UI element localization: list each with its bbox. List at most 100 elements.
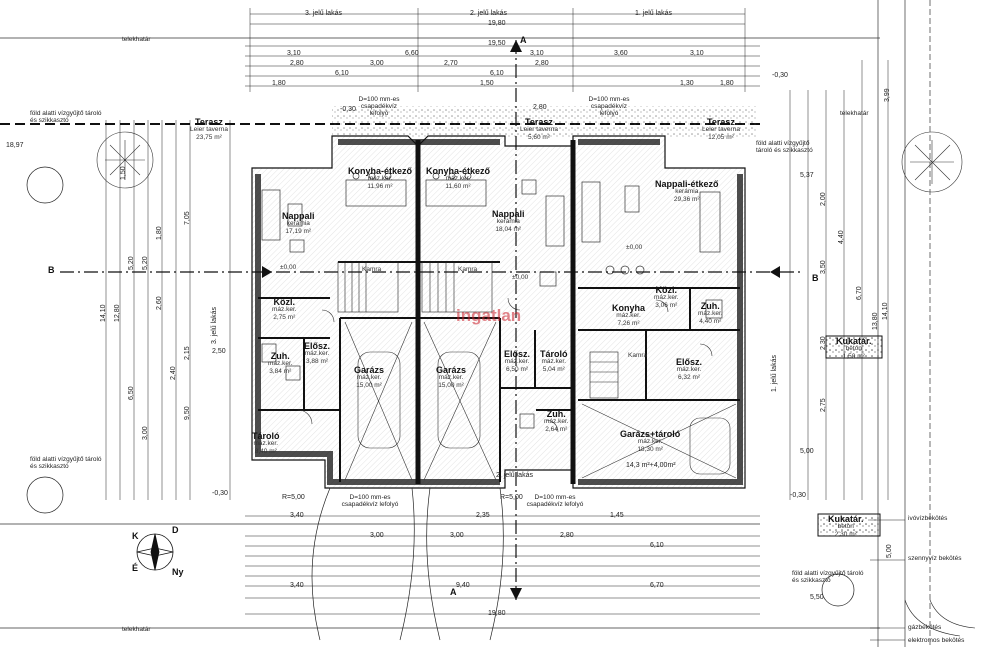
stairs (337, 261, 619, 399)
drain-note: D=100 mm-es csapadékvíz lefolyó (588, 96, 630, 117)
drain-note: D=100 mm-es csapadékvíz lefolyó (341, 494, 399, 508)
utility-gas: gázbekötés (908, 624, 942, 631)
dim-left: 5,20 (128, 256, 135, 270)
dim-bottom: 2,35 (476, 512, 490, 519)
dim-left: 12,80 (114, 304, 121, 322)
dim-left: 5,20 (142, 256, 149, 270)
room-eloszt-2: Elősz.máz.ker.6,50 m² (504, 349, 531, 374)
room-zuh-2: Zuh.máz.ker.2,64 m² (544, 409, 569, 434)
room-kamra-3: Kamra (362, 266, 382, 273)
compass-d: D (172, 525, 179, 535)
compass-ny: Ny (172, 567, 184, 577)
radius-note: R=5,00 (282, 494, 305, 501)
dim-left: 2,60 (156, 296, 163, 310)
dim-top: 6,60 (405, 50, 419, 57)
drain-note: D=100 mm-es csapadékvíz lefolyó (358, 96, 400, 117)
utility-sewage: szennyvíz bekötés (908, 555, 962, 562)
dim-top: 6,10 (335, 70, 349, 77)
compass-k: K (132, 531, 139, 541)
dim-top: 2,80 (290, 60, 304, 67)
dim-top: 3,10 (530, 50, 544, 57)
section-b-right: B (812, 273, 819, 283)
section-markers (262, 40, 780, 600)
dim-bottom-total: 19,80 (488, 610, 506, 617)
room-kozl-3: Közl.máz.ker.2,75 m² (272, 297, 297, 322)
dim-left: 1,50 (120, 166, 127, 180)
property-line-label: telekhatár (122, 36, 151, 43)
room-kamra-2: Kamra (458, 266, 478, 273)
dim-top: 2,70 (444, 60, 458, 67)
dim-right: 6,70 (856, 286, 863, 300)
utility-lines (870, 519, 976, 641)
dim-bottom: 3,40 (290, 582, 304, 589)
dim-left: 2,15 (184, 346, 191, 360)
dim-left: 7,05 (184, 211, 191, 225)
dim-right: 3,99 (884, 88, 891, 102)
top-dimension-lines (245, 8, 760, 92)
utility-water: ivóvízbekötés (908, 515, 948, 522)
room-zuh-3: Zuh.máz.ker.3,84 m² (268, 351, 293, 376)
unit-1-header: 1. jelű lakás (635, 10, 672, 17)
unit-2-entrance-label: 2. jelű lakás (496, 472, 533, 479)
dim-bottom: 9,40 (456, 582, 470, 589)
drain-note: D=100 mm-es csapadékvíz lefolyó (526, 494, 584, 508)
tank-note: föld alatti vízgyűjtő tároló és szikkasz… (756, 140, 813, 154)
dim-top: 6,10 (490, 70, 504, 77)
unit-3-header: 3. jelű lakás (305, 10, 342, 17)
dim-left: 1,80 (156, 226, 163, 240)
property-line-label: telekhatár (122, 626, 151, 633)
tank-note: föld alatti vízgyűjtő tároló és szikkasz… (30, 110, 102, 124)
radius-note: R=5,00 (500, 494, 523, 501)
dim-right: 2,30 (820, 336, 827, 350)
dim-right: 3,50 (820, 260, 827, 274)
unit-2-header: 2. jelű lakás (470, 10, 507, 17)
dim-right: 2,75 (820, 398, 827, 412)
level-minus: -0,30 (772, 72, 788, 79)
tank-note: föld alatti vízgyűjtő tároló és szikkasz… (792, 570, 864, 584)
level-zero: ±0,00 (512, 274, 529, 281)
door-swings (297, 297, 713, 433)
dim-left: 6,50 (128, 386, 135, 400)
property-lines (0, 0, 931, 647)
garage-symbols (344, 321, 737, 481)
dim-top: 1,80 (720, 80, 734, 87)
level-minus: -0,30 (212, 490, 228, 497)
dim-right: 13,80 (872, 312, 879, 330)
right-dimension-lines (789, 60, 889, 500)
room-zuh-1: Zuh.máz.ker.4,40 m² (698, 301, 723, 326)
dim-top: 3,10 (287, 50, 301, 57)
dim-right: 5,37 (800, 172, 814, 179)
dim-right: 2,00 (820, 192, 827, 206)
left-dimension-lines (105, 120, 231, 500)
parking-area-note: 14,3 m²+4,00m² (626, 462, 676, 469)
dim-bottom: 6,10 (650, 542, 664, 549)
room-kamra-1: Kamra (628, 352, 648, 359)
dim-right: 5,00 (886, 544, 893, 558)
tank-note: föld alatti vízgyűjtő tároló és szikkasz… (30, 456, 102, 470)
dim-top: 2,80 (533, 104, 547, 111)
dim-left: 3,00 (142, 426, 149, 440)
level-minus: -0,30 (340, 106, 356, 113)
inner-width: 19,50 (488, 40, 506, 47)
compass-rose (136, 533, 174, 571)
unit-1-entrance-label: 1. jelű lakás (771, 355, 778, 392)
room-kozl-1: Közl.máz.ker.3,06 m² (654, 285, 679, 310)
furniture (261, 172, 723, 429)
section-a-top: A (520, 35, 527, 45)
dim-bottom: 2,80 (560, 532, 574, 539)
dim-top: 1,50 (480, 80, 494, 87)
dim-right: 14,10 (882, 302, 889, 320)
